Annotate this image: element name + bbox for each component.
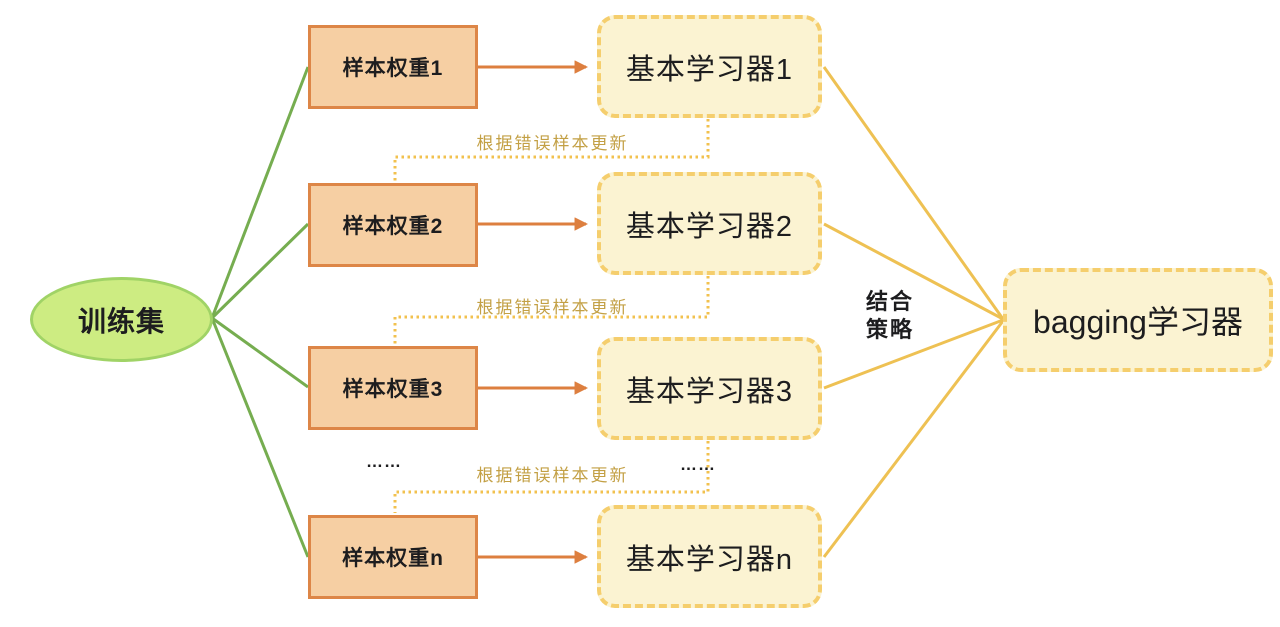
sample-weight-3-label: 样本权重3 <box>342 378 444 401</box>
edge-learnern-to-bagging <box>822 320 1005 558</box>
sample-weight-3-node: 样本权重3 <box>308 346 478 430</box>
sample-weight-2-label: 样本权重2 <box>342 215 444 238</box>
sample-weight-n-node: 样本权重n <box>308 515 478 599</box>
base-learner-2-label: 基本学习器2 <box>625 210 794 243</box>
combine-strategy-label: 结合 策略 <box>866 289 915 342</box>
bagging-learner-label: bagging学习器 <box>1033 304 1243 340</box>
bagging-learner-node: bagging学习器 <box>1003 268 1273 372</box>
edge-learner1-to-bagging <box>822 66 1005 320</box>
ellipsis-right: …… <box>680 455 716 474</box>
update-feedback-label-2: 根据错误样本更新 <box>476 298 629 317</box>
sample-weight-1-node: 样本权重1 <box>308 25 478 109</box>
base-learner-1-label: 基本学习器1 <box>625 53 794 86</box>
training-set-label: 训练集 <box>77 305 165 337</box>
training-set-node: 训练集 <box>30 277 213 362</box>
base-learner-1-node: 基本学习器1 <box>597 15 822 118</box>
sample-weight-2-node: 样本权重2 <box>308 183 478 267</box>
update-feedback-label-3: 根据错误样本更新 <box>476 466 629 485</box>
base-learner-3-label: 基本学习器3 <box>625 375 794 408</box>
ellipsis-left: …… <box>366 452 402 471</box>
base-learner-n-node: 基本学习器n <box>597 505 822 608</box>
edge-training-to-weight2 <box>210 222 310 320</box>
base-learner-n-label: 基本学习器n <box>625 543 794 576</box>
edge-training-to-weightn <box>210 317 310 558</box>
sample-weight-1-label: 样本权重1 <box>342 57 444 80</box>
base-learner-2-node: 基本学习器2 <box>597 172 822 275</box>
update-feedback-label-1: 根据错误样本更新 <box>476 134 629 153</box>
sample-weight-n-label: 样本权重n <box>342 547 444 570</box>
edge-training-to-weight1 <box>210 66 310 319</box>
base-learner-3-node: 基本学习器3 <box>597 337 822 440</box>
edge-training-to-weight3 <box>211 316 309 389</box>
